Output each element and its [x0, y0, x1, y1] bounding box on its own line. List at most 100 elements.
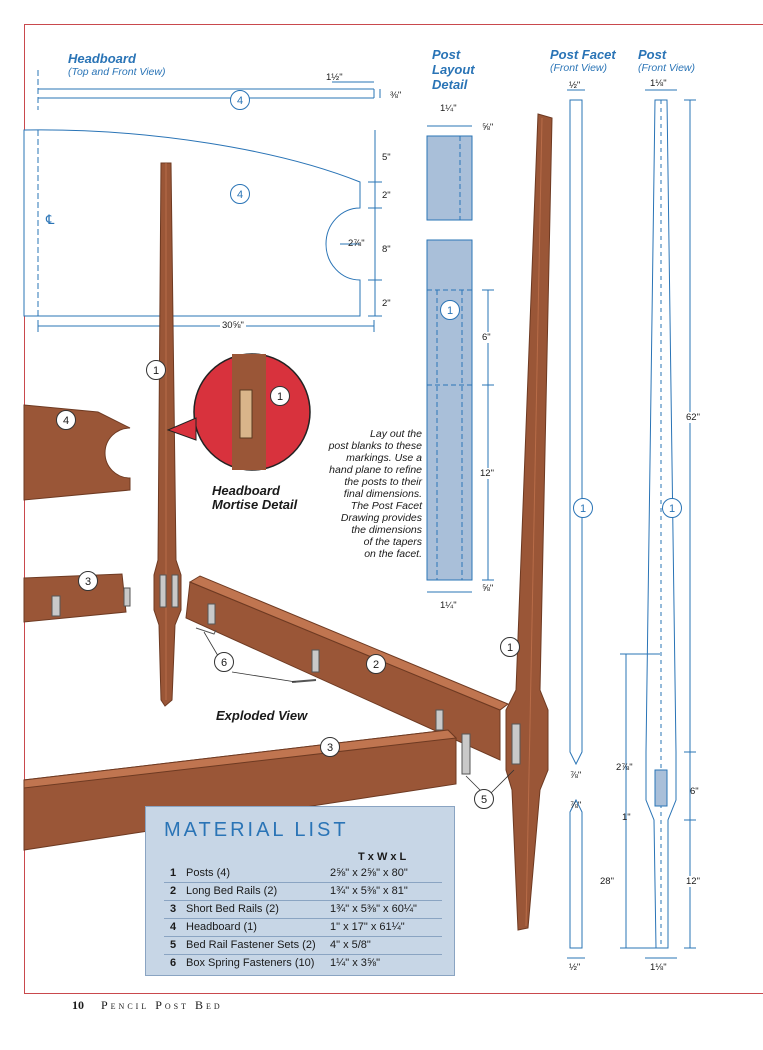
left-post	[153, 162, 182, 707]
callout-left-post: 1	[146, 360, 166, 380]
row-size: 1¾" x 5⅜" x 60¼"	[330, 903, 417, 915]
dim-hb-8: 8"	[382, 244, 391, 255]
post-facet-title: Post Facet	[550, 47, 616, 62]
dim-p-6: 6"	[690, 786, 699, 797]
post-layout-title-1: Post	[432, 47, 461, 62]
dim-pf-bot: ½"	[569, 962, 581, 973]
callout-mortise: 1	[270, 386, 290, 406]
material-list-title: MATERIAL LIST	[164, 819, 349, 841]
callout-headboard-top: 4	[230, 90, 250, 110]
row-description: Short Bed Rails (2)	[186, 903, 279, 915]
dim-hb-5: 5"	[382, 152, 391, 163]
post-facet-subtitle: (Front View)	[550, 62, 607, 74]
bottom-frame-line	[24, 993, 763, 994]
note-line: The Post Facet	[350, 500, 422, 512]
row-number: 2	[170, 885, 177, 897]
dim-p-2-78: 2⅞"	[616, 762, 633, 773]
long-rail	[185, 575, 510, 775]
headboard-top-view	[37, 70, 381, 110]
row-description: Headboard (1)	[186, 921, 257, 933]
dim-p-1: 1"	[622, 812, 631, 823]
post-subtitle: (Front View)	[638, 62, 695, 74]
row-number: 3	[170, 903, 177, 915]
callout-short-rail-left: 3	[78, 571, 98, 591]
callout-short-rail-front: 3	[320, 737, 340, 757]
dim-hb-len: 30⅝"	[220, 320, 246, 331]
row-description: Posts (4)	[186, 867, 231, 879]
note-line: final dimensions.	[343, 488, 422, 500]
page-number: 10	[72, 998, 84, 1012]
row-description: Box Spring Fasteners (10)	[186, 957, 315, 969]
dim-p-28: 28"	[600, 876, 614, 887]
dim-pf-mid-b: ⅞"	[570, 800, 582, 811]
top-frame-line	[24, 24, 763, 25]
post-layout-title-2: Layout	[432, 62, 475, 77]
callout-post-front: 1	[662, 498, 682, 518]
callout-bed-rail-fasteners: 5	[474, 789, 494, 809]
row-size: 4" x 5/8"	[330, 939, 371, 951]
footer-title: Pencil Post Bed	[101, 998, 223, 1012]
post-facet-drawing	[567, 89, 585, 959]
dim-pl-off: ⅝"	[482, 122, 494, 133]
headboard-title: Headboard	[68, 51, 136, 66]
row-number: 5	[170, 939, 177, 951]
short-rail-front	[23, 729, 458, 851]
note-line: of the tapers	[363, 536, 422, 548]
material-list-panel: MATERIAL LIST T x W x L 1 Posts (4) 2⅝" …	[145, 806, 455, 976]
dim-pl-top: 1¼"	[440, 103, 457, 114]
material-row: 5 Bed Rail Fastener Sets (2) 4" x 5/8"	[164, 937, 442, 955]
exploded-caption: Exploded View	[216, 708, 308, 723]
callout-fasteners: 6	[214, 652, 234, 672]
page-footer: 10 Pencil Post Bed	[72, 998, 223, 1013]
post-front-drawing	[620, 89, 696, 959]
post-layout-title-3: Detail	[432, 77, 468, 92]
callout-headboard-front: 4	[230, 184, 250, 204]
dim-pl-bot-off: ⅝"	[482, 583, 494, 594]
row-size: 2⅝" x 2⅝" x 80"	[330, 867, 408, 879]
row-number: 1	[170, 867, 177, 879]
dim-pf-top: ½"	[569, 80, 581, 91]
note-line: post blanks to these	[328, 440, 422, 452]
layout-note: Lay out the post blanks to these marking…	[326, 428, 422, 560]
headboard-piece	[23, 404, 131, 501]
dim-p-12: 12"	[686, 876, 700, 887]
dim-pl-6: 6"	[482, 332, 491, 343]
post-title: Post	[638, 47, 667, 62]
callout-headboard-piece: 4	[56, 410, 76, 430]
note-line: the posts to their	[344, 476, 422, 488]
headboard-subtitle: (Top and Front View)	[68, 66, 166, 78]
row-description: Long Bed Rails (2)	[186, 885, 278, 897]
mortise-caption-1: Headboard	[212, 483, 280, 498]
callout-right-post: 1	[500, 637, 520, 657]
row-size: 1¼" x 3⅝"	[330, 957, 381, 969]
short-rail-left	[23, 573, 131, 623]
dim-hb-thick: 1½"	[326, 72, 343, 83]
centerline-symbol: ℄	[46, 212, 55, 227]
dim-pl-12: 12"	[480, 468, 494, 479]
row-number: 4	[170, 921, 177, 933]
note-line: Drawing provides	[340, 512, 422, 524]
note-line: hand plane to refine	[329, 464, 422, 476]
headboard-front-view	[23, 129, 382, 332]
material-list-column-header: T x W x L	[358, 851, 407, 863]
left-frame-line	[24, 24, 25, 994]
post-layout-drawing	[426, 125, 494, 593]
row-size: 1" x 17" x 61¼"	[330, 921, 405, 933]
dim-p-top: 1⅛"	[650, 78, 667, 89]
note-line: on the facet.	[364, 548, 422, 560]
callout-post-facet: 1	[573, 498, 593, 518]
dim-hb-arc: 2⅞"	[348, 238, 365, 249]
dim-pl-bot: 1¼"	[440, 600, 457, 611]
dim-p-62: 62"	[686, 412, 700, 423]
note-line: the dimensions	[351, 524, 422, 536]
row-description: Bed Rail Fastener Sets (2)	[186, 939, 316, 951]
callout-long-rail: 2	[366, 654, 386, 674]
callout-post-layout: 1	[440, 300, 460, 320]
dim-hb-2a: 2"	[382, 190, 391, 201]
mortise-magnifier	[166, 353, 311, 471]
right-post	[505, 113, 553, 931]
row-number: 6	[170, 957, 177, 969]
mortise-caption-2: Mortise Detail	[212, 497, 298, 512]
material-row: 4 Headboard (1) 1" x 17" x 61¼"	[164, 919, 442, 937]
